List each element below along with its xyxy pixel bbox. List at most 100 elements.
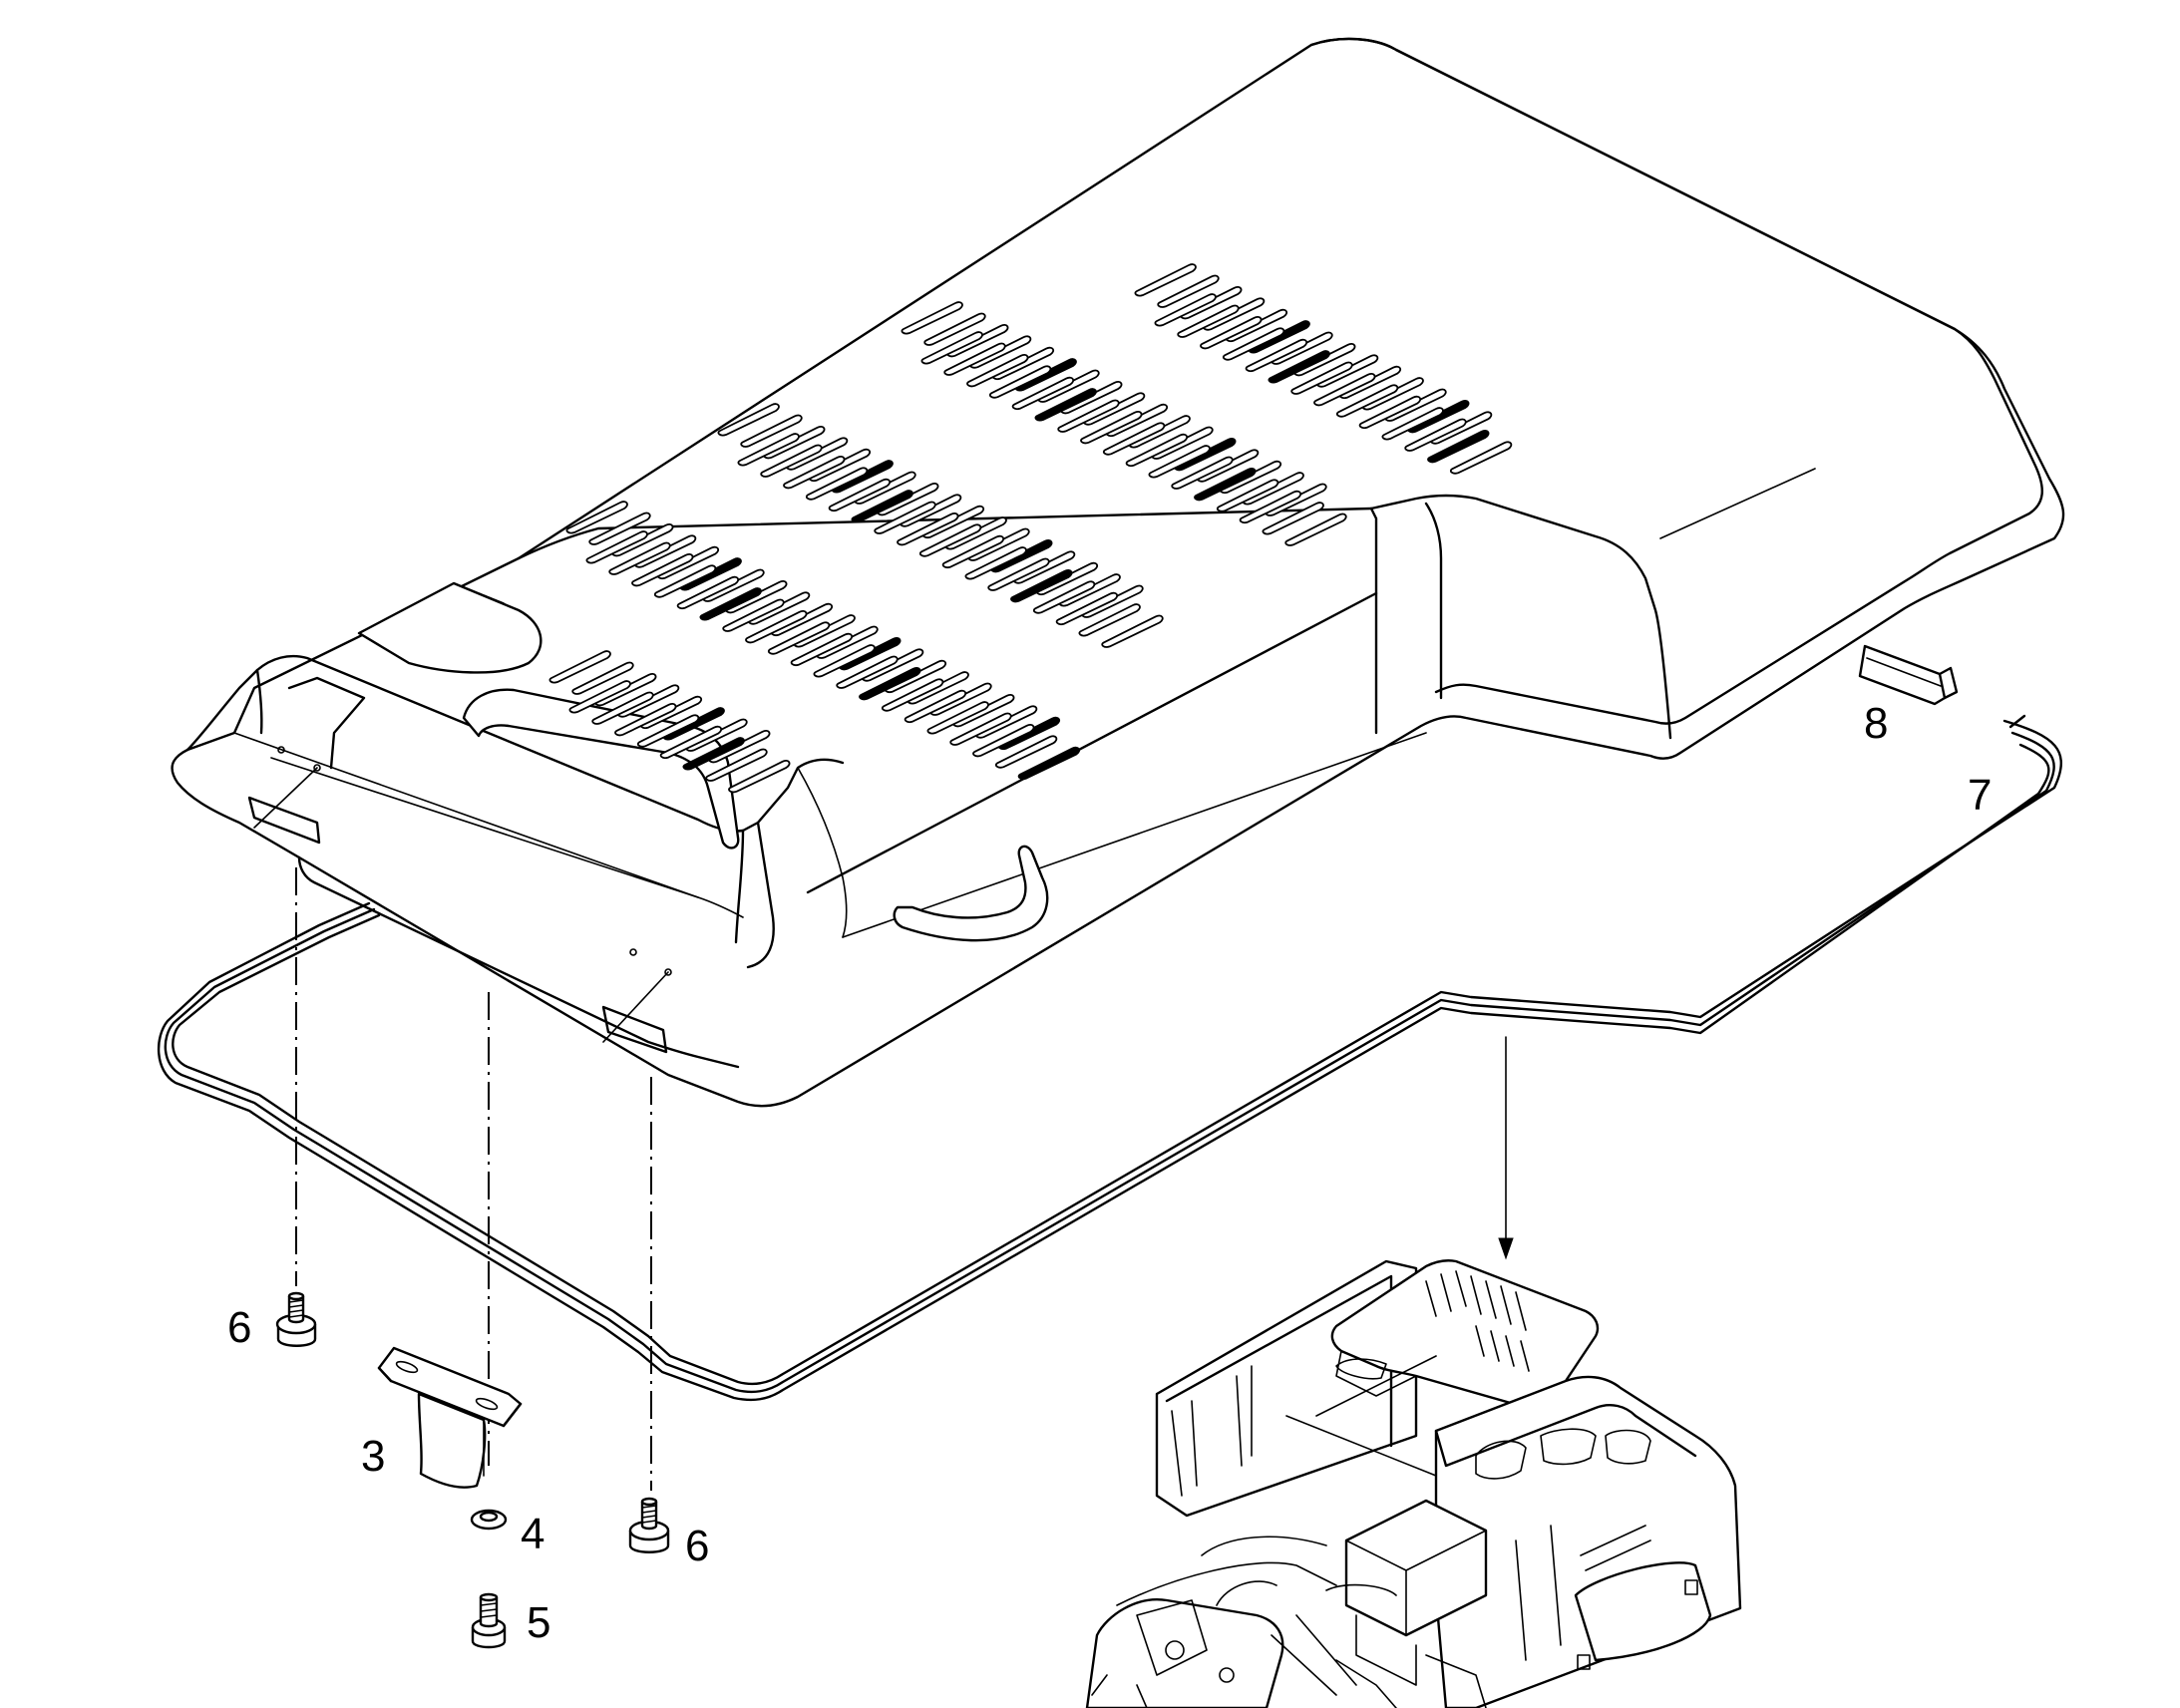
callout-6-left: 6 [227, 1303, 251, 1352]
louvre-slot [565, 501, 628, 534]
louvre-slot [987, 557, 1050, 591]
louvre-slot [964, 546, 1027, 580]
louvre-slot [1010, 569, 1073, 603]
cover-louvres [548, 263, 1513, 794]
louvre-slot [828, 478, 892, 512]
louvre-slot [920, 331, 983, 365]
louvre-slot [1404, 418, 1467, 452]
louvre-slot [1262, 502, 1324, 535]
louvre-slot [1284, 512, 1347, 546]
louvre-slot [790, 632, 854, 666]
louvre-slot [1148, 445, 1211, 479]
callout-8: 8 [1864, 699, 1888, 748]
louvre-slot [1427, 430, 1490, 464]
callout-labels: 3 4 5 6 6 7 8 [227, 699, 1992, 1647]
bracket-part-3 [377, 1346, 523, 1489]
louvre-slot [1313, 373, 1376, 407]
louvre-slot [699, 587, 762, 621]
louvre-slot [1017, 746, 1081, 780]
louvre-slot [659, 725, 723, 759]
louvre-slot [571, 661, 634, 695]
louvre-slot [1080, 411, 1143, 445]
louvre-slot [994, 735, 1058, 769]
bolt-part-5 [471, 1592, 507, 1649]
louvre-slot [881, 678, 944, 712]
louvre-slot [676, 575, 740, 609]
louvre-slot [897, 512, 959, 546]
callout-6-right: 6 [685, 1522, 709, 1570]
louvre-slot [1449, 441, 1513, 475]
louvre-slot [1154, 293, 1217, 327]
louvre-slot [1101, 614, 1164, 648]
louvre-slot [1011, 376, 1075, 410]
louvre-slot [588, 512, 651, 545]
louvre-slot [972, 724, 1035, 758]
rubber-mount-part-6-right [628, 1497, 670, 1553]
louvre-slot [1245, 338, 1308, 372]
louvre-slot [1057, 399, 1120, 433]
louvre-slot [918, 523, 982, 557]
louvre-slot [1125, 433, 1189, 467]
louvre-slot [1171, 456, 1234, 490]
louvre-slot [705, 748, 768, 782]
louvre-slot [1290, 361, 1353, 395]
louvre-slot [923, 312, 986, 346]
engine-cover-hood [171, 37, 2065, 1108]
callout-5: 5 [527, 1598, 550, 1647]
louvre-slot [1032, 580, 1096, 614]
louvre-slot [943, 342, 1006, 376]
louvre-slot [874, 501, 936, 534]
louvre-slot [548, 650, 611, 684]
louvre-slot [836, 655, 899, 689]
louvre-slot [1194, 468, 1257, 502]
louvre-slot [1268, 350, 1330, 384]
seal-gasket-part-7 [157, 714, 2062, 1402]
strip-part-8 [1858, 644, 1959, 706]
louvre-slot [1222, 327, 1285, 361]
louvre-slot [682, 737, 745, 771]
access-hatch [357, 581, 543, 674]
louvre-slot [1102, 422, 1166, 456]
louvre-slot [631, 553, 694, 587]
louvre-slot [949, 712, 1012, 746]
louvre-slot [614, 703, 677, 737]
louvre-slot [740, 414, 803, 448]
louvre-slot [760, 444, 823, 478]
louvre-slot [1381, 407, 1444, 441]
louvre-slot [941, 534, 1005, 568]
louvre-slot [1134, 263, 1197, 297]
washer-part-4 [470, 1509, 508, 1531]
callout-7: 7 [1968, 771, 1992, 820]
louvre-slot [717, 403, 780, 437]
louvre-slot [1157, 274, 1220, 308]
callout-4: 4 [521, 1510, 545, 1558]
louvre-slot [904, 689, 967, 723]
louvre-slot [1055, 591, 1119, 625]
louvre-slot [901, 301, 963, 335]
louvre-slot [568, 680, 631, 714]
louvre-slot [591, 691, 654, 725]
louvre-slot [608, 541, 671, 575]
louvre-slot [813, 644, 876, 678]
louvre-slot [722, 598, 785, 632]
louvre-slot [859, 667, 921, 701]
louvre-slot [805, 467, 869, 501]
louvre-slot [1200, 316, 1263, 350]
louvre-slot [783, 456, 846, 490]
louvre-slot [636, 714, 700, 748]
louvre-slot [966, 354, 1029, 388]
louvre-slot [653, 564, 717, 598]
louvre-slot [1358, 395, 1422, 429]
assembly-centre-lines [295, 867, 1514, 1491]
rubber-mount-part-6-left [275, 1291, 317, 1347]
louvre-slot [1216, 479, 1279, 512]
machine-location-view [1085, 1259, 1742, 1708]
louvre-slot [1078, 603, 1141, 637]
louvre-slot [926, 701, 989, 735]
louvre-slot [767, 621, 831, 655]
louvre-slot [745, 610, 808, 644]
louvre-slot [1239, 490, 1302, 523]
louvre-slot [1177, 304, 1240, 338]
callout-3: 3 [361, 1432, 385, 1481]
